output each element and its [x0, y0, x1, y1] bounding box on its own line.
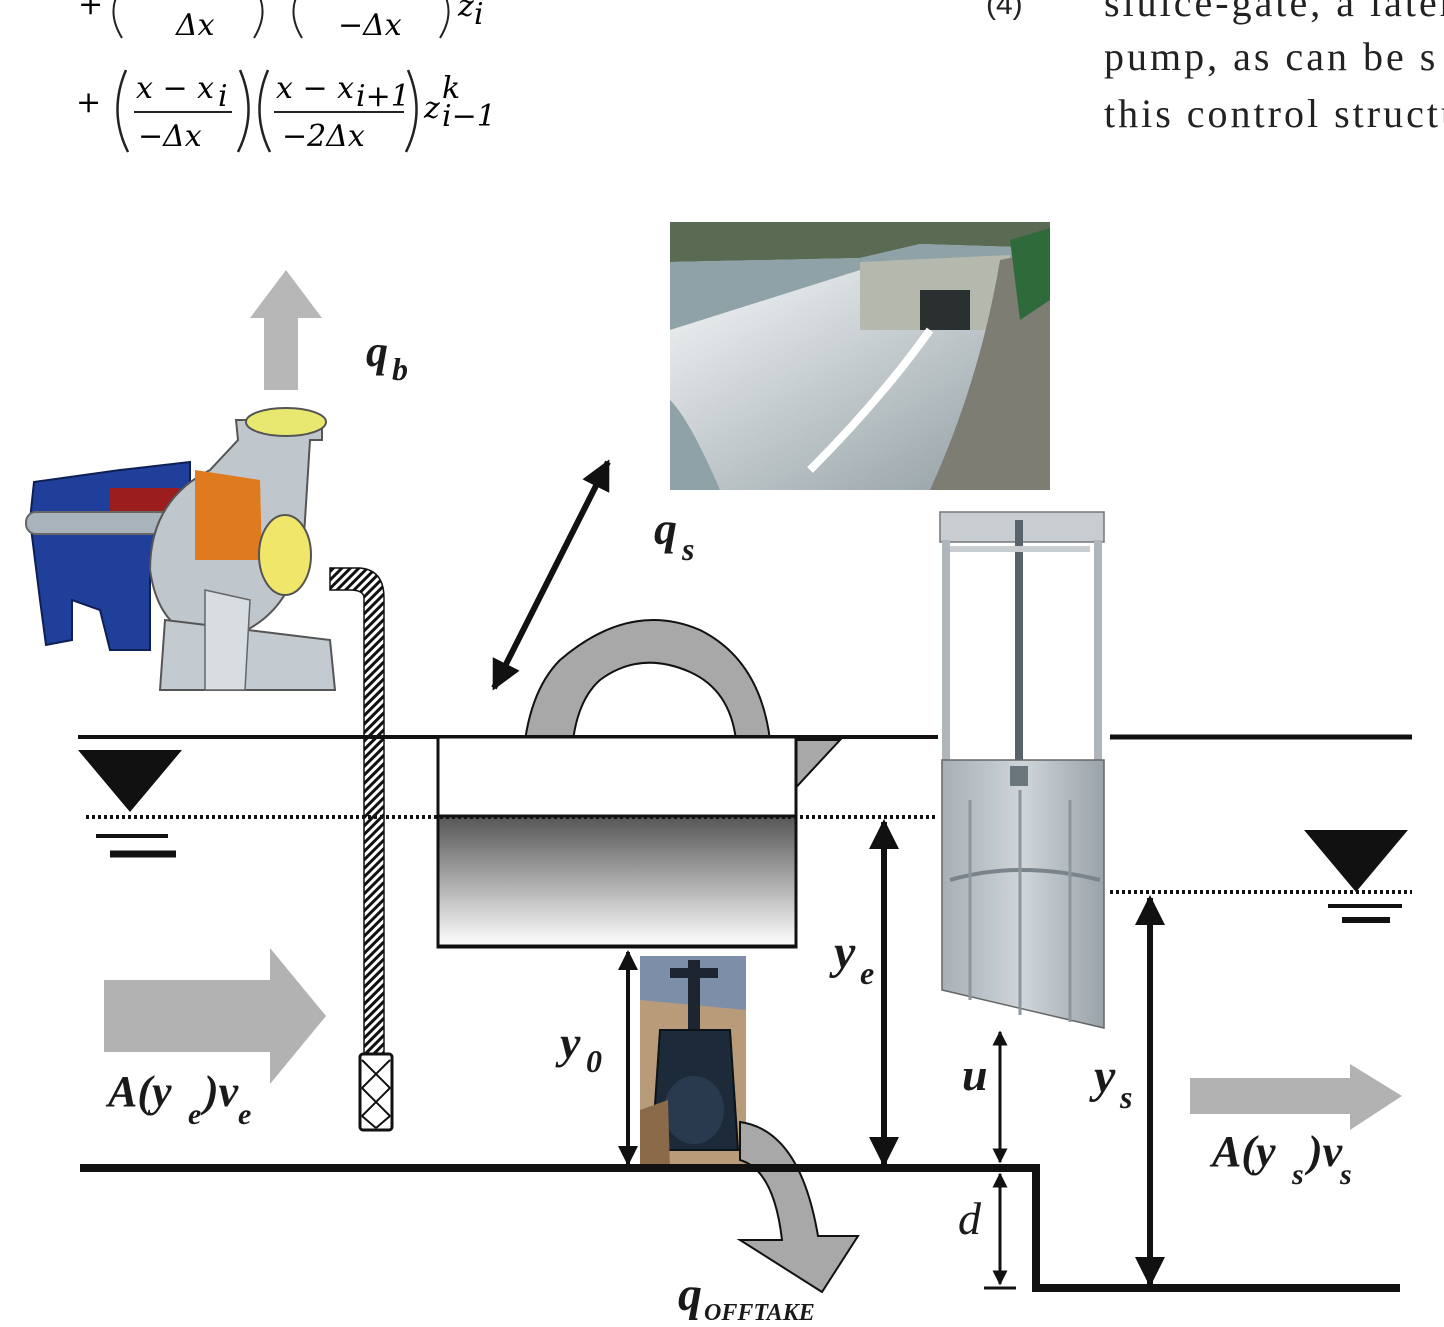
downstream-water-level-symbol	[1304, 830, 1408, 923]
qs-label: q	[654, 503, 677, 554]
offtake-label: q	[678, 1268, 702, 1321]
equation-number: (4)	[986, 0, 1023, 21]
eq-line2-z-sub: i−1	[442, 99, 496, 134]
eq-line2-num2: x − x	[276, 71, 354, 106]
inflow-arrow	[104, 948, 326, 1084]
ye-label: y	[829, 926, 856, 979]
inflow-label-v: )v	[200, 1067, 239, 1116]
eq-line1-z: z	[457, 0, 474, 24]
eq-line2-z-sup: k	[442, 71, 460, 106]
offtake-curved-arrow	[736, 1120, 860, 1294]
ye-label-sub: e	[860, 955, 874, 991]
eq-line1-denominator: Δx	[175, 8, 215, 43]
outflow-label-v: )v	[1304, 1127, 1343, 1176]
pump-intake-pipe	[329, 567, 385, 1061]
pump-illustration	[25, 407, 337, 691]
outflow-label-sub1: s	[1291, 1158, 1304, 1191]
outflow-label-A: A(y	[1209, 1127, 1276, 1176]
inflow-label-A: A(y	[105, 1067, 172, 1116]
prose-line-2: pump, as can be s	[1104, 34, 1438, 79]
y0-label-sub: 0	[586, 1043, 602, 1079]
qb-label-sub: b	[392, 351, 408, 387]
inflow-label-sub1: e	[188, 1098, 201, 1131]
eq-line2-z: z	[423, 91, 440, 126]
ys-label: y	[1089, 1050, 1116, 1103]
offtake-label-sub: OFFTAKE	[704, 1300, 815, 1326]
ys-label-sub: s	[1119, 1079, 1132, 1115]
y0-label: y	[555, 1017, 581, 1068]
spillway-photo	[670, 222, 1050, 490]
svg-text:+: +	[76, 85, 101, 120]
offtake-valve-photo	[640, 956, 746, 1170]
strainer-mesh	[361, 1059, 391, 1129]
weir-body	[436, 814, 798, 948]
eq-line2-num2-sub: i+1	[356, 79, 410, 114]
eq-line2-den2: −2Δx	[282, 119, 365, 154]
eq-line2-num1: x − x	[136, 71, 214, 106]
eq-line2-den1: −Δx	[138, 119, 202, 154]
inflow-label-sub2: e	[238, 1098, 251, 1131]
body-text-fragment: sluice-gate, a later pump, as can be s t…	[1104, 0, 1444, 136]
sluice-gate-photo	[939, 511, 1105, 1029]
channel-bed	[80, 1164, 1400, 1292]
outflow-label-sub2: s	[1339, 1158, 1352, 1191]
outflow-arrow	[1190, 1064, 1402, 1130]
d-label: d	[958, 1193, 982, 1244]
prose-line-1: sluice-gate, a later	[1104, 0, 1444, 25]
eq-line1-z-sub: i	[474, 0, 484, 32]
svg-text:+: +	[78, 0, 103, 22]
eq-line2-num1-sub: i	[218, 79, 228, 114]
u-label: u	[962, 1049, 988, 1100]
prose-line-3: this control structu	[1104, 91, 1444, 136]
qb-flow-arrow	[250, 270, 322, 390]
qs-label-sub: s	[681, 531, 694, 567]
upstream-water-level-symbol	[78, 750, 182, 858]
qb-label: q	[366, 327, 388, 376]
qs-double-arrow	[491, 459, 611, 691]
eq-line1-denominator-2: −Δx	[338, 8, 402, 43]
equation-fragment: + Δx −Δx z i + x − x i −Δx x − x i+1 −2Δ…	[76, 0, 496, 154]
